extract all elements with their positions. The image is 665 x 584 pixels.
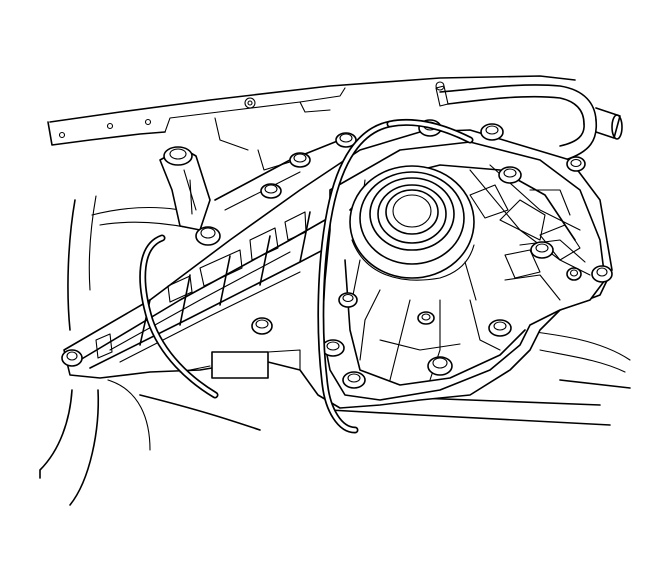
bolt <box>417 311 435 325</box>
bolt <box>338 292 358 308</box>
gasket-loop <box>139 118 474 434</box>
bolt <box>480 123 504 141</box>
bolt <box>566 156 586 172</box>
bolt <box>498 166 522 184</box>
bolt <box>289 152 311 168</box>
output-seal <box>349 165 477 301</box>
bolt <box>566 267 582 281</box>
bolt <box>335 132 357 148</box>
cover-bolts <box>61 119 613 389</box>
bolt <box>530 241 554 259</box>
upper-bracket <box>47 75 576 151</box>
bolt <box>260 183 282 199</box>
bolt <box>251 317 273 335</box>
vent-hose <box>435 81 623 161</box>
bolt <box>61 349 83 367</box>
bolt <box>591 265 613 283</box>
bolt <box>427 356 453 376</box>
rear-cover <box>321 141 606 401</box>
bolt <box>195 226 221 246</box>
bolt <box>342 371 366 389</box>
left-frame <box>39 195 261 506</box>
bolt <box>488 319 512 337</box>
left-mount-arm <box>159 146 211 231</box>
